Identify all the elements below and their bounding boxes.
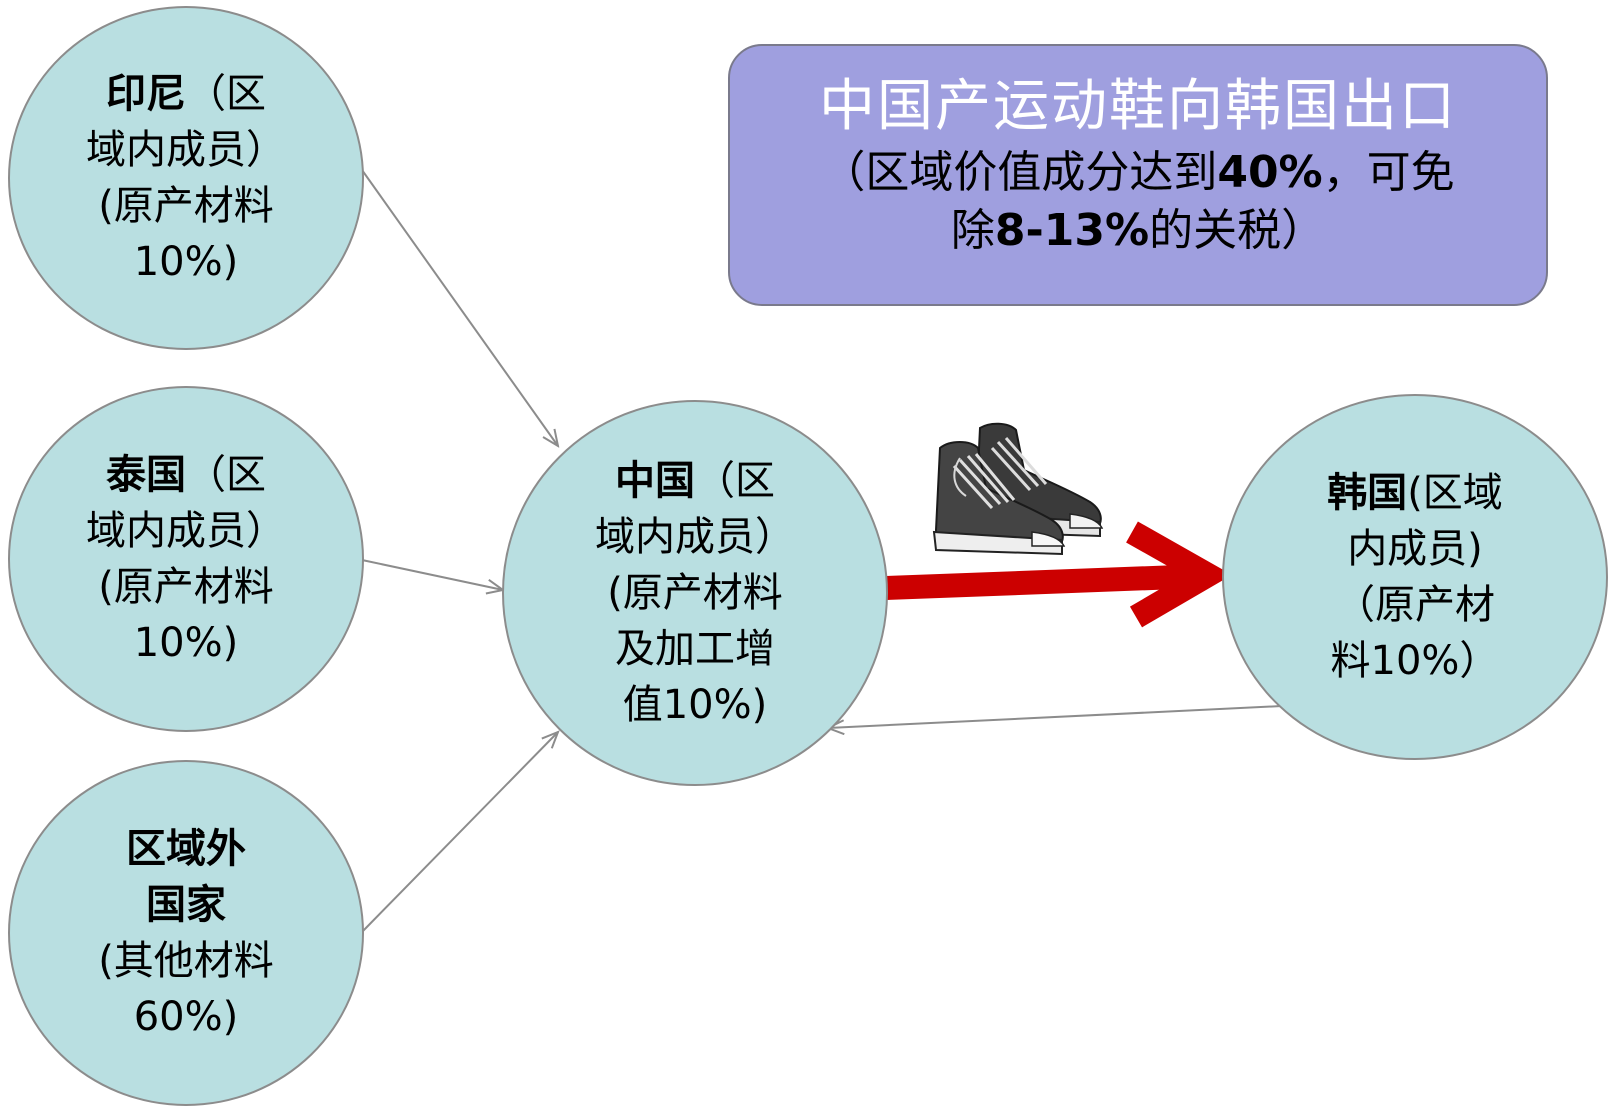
node-indonesia: 印尼（区 域内成员） (原产材料 10%) bbox=[8, 6, 364, 350]
korea-name: 韩国 bbox=[1327, 470, 1408, 516]
export-callout-box: 中国产运动鞋向韩国出口 （区域价值成分达到40%，可免 除8-13%的关税） bbox=[728, 44, 1548, 306]
sneakers-icon bbox=[932, 422, 1104, 556]
outside-line4: 60%) bbox=[133, 994, 239, 1040]
korea-line4: 料10%） bbox=[1330, 638, 1500, 684]
node-outside-region: 区域外 国家 (其他材料 60%) bbox=[8, 760, 364, 1106]
thailand-line4: 10%) bbox=[133, 620, 239, 666]
callout-detail-c: ，可免 bbox=[1322, 147, 1455, 198]
outside-line1: 区域外 bbox=[125, 826, 246, 872]
china-to-korea-export-arrow bbox=[885, 521, 1233, 628]
callout-detail-e: 8-13% bbox=[994, 205, 1150, 256]
callout-title: 中国产运动鞋向韩国出口 bbox=[819, 74, 1457, 139]
outside-line3: (其他材料 bbox=[98, 938, 274, 984]
indonesia-line1: （区 bbox=[185, 71, 266, 117]
indonesia-to-china-arrow bbox=[361, 169, 558, 446]
callout-detail-f: 的关税） bbox=[1149, 205, 1326, 256]
thailand-line3: (原产材料 bbox=[98, 564, 274, 610]
korea-line3: （原产材 bbox=[1334, 582, 1495, 628]
korea-line1: (区域 bbox=[1407, 470, 1503, 516]
node-thailand: 泰国（区 域内成员） (原产材料 10%) bbox=[8, 386, 364, 732]
outside-to-china-arrow bbox=[361, 732, 558, 933]
indonesia-line2: 域内成员） bbox=[85, 127, 286, 173]
callout-detail: （区域价值成分达到40%，可免 除8-13%的关税） bbox=[760, 144, 1516, 260]
indonesia-line3: (原产材料 bbox=[98, 183, 274, 229]
outside-line2: 国家 bbox=[145, 882, 226, 928]
callout-detail-b: 40% bbox=[1217, 147, 1323, 198]
china-line1: （区 bbox=[695, 458, 775, 504]
china-line3: (原产材料 bbox=[607, 570, 783, 616]
node-korea: 韩国(区域 内成员) （原产材 料10%） bbox=[1222, 394, 1608, 760]
china-line4: 及加工增 bbox=[615, 626, 775, 672]
thailand-name: 泰国 bbox=[105, 452, 186, 498]
china-name: 中国 bbox=[615, 458, 695, 504]
korea-to-china-arrow bbox=[828, 705, 1283, 728]
node-china: 中国（区 域内成员） (原产材料 及加工增 值10%) bbox=[502, 400, 888, 786]
china-line2: 域内成员） bbox=[595, 514, 795, 560]
thailand-line2: 域内成员） bbox=[85, 508, 286, 554]
callout-detail-a: （区域价值成分达到 bbox=[821, 147, 1218, 198]
thailand-line1: （区 bbox=[185, 452, 266, 498]
china-line5: 值10%) bbox=[622, 682, 768, 728]
indonesia-name: 印尼 bbox=[105, 71, 186, 117]
indonesia-line4: 10%) bbox=[133, 239, 239, 285]
thailand-to-china-arrow bbox=[361, 559, 503, 590]
korea-line2: 内成员) bbox=[1347, 526, 1483, 572]
callout-detail-d: 除 bbox=[950, 205, 995, 256]
